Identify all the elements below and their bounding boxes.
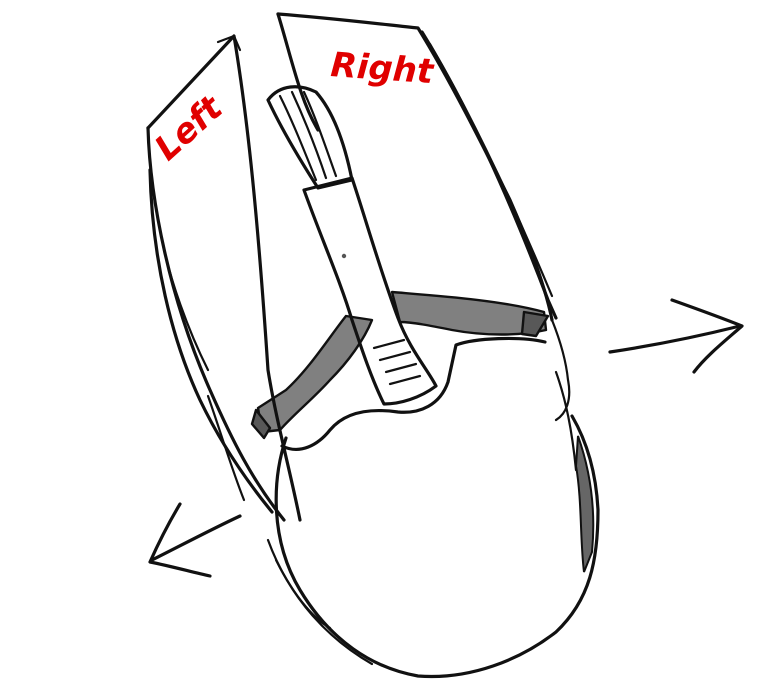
scroll-wheel bbox=[268, 87, 352, 188]
sensor-dot bbox=[342, 254, 346, 258]
left-button bbox=[148, 36, 300, 520]
right-arrow bbox=[610, 300, 742, 372]
mouse-band bbox=[252, 292, 548, 438]
right-label: Right bbox=[329, 45, 436, 92]
left-arrow bbox=[150, 504, 240, 576]
left-label: Left bbox=[147, 87, 231, 169]
